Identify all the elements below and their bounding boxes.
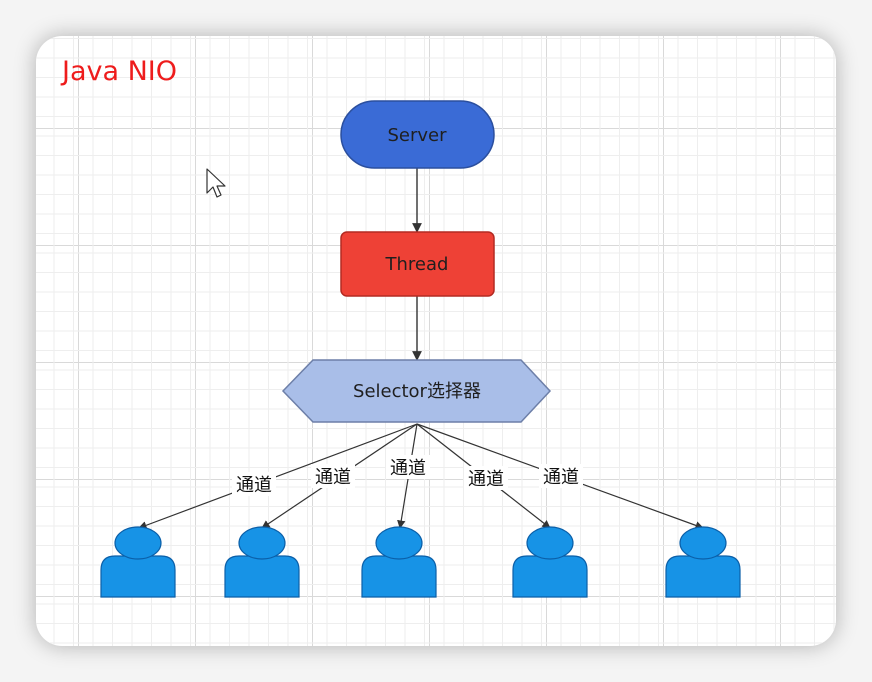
server-label: Server — [387, 125, 447, 146]
selector-label: Selector选择器 — [353, 381, 481, 402]
selector-node: Selector选择器 — [281, 359, 552, 423]
user-icon — [665, 526, 741, 598]
channel-label-4: 通道 — [468, 469, 504, 490]
channel-labels: 通道 通道 通道 通道 通道 — [232, 455, 583, 496]
thread-label: Thread — [385, 254, 449, 275]
thread-node: Thread — [340, 231, 495, 297]
server-node: Server — [340, 100, 495, 169]
user-icon — [361, 526, 437, 598]
channel-edge-1 — [138, 423, 418, 530]
channel-label-2: 通道 — [315, 467, 351, 488]
clients — [100, 526, 741, 598]
channel-label-5: 通道 — [543, 467, 579, 488]
channel-label-3: 通道 — [390, 458, 426, 479]
user-icon — [224, 526, 300, 598]
mouse-pointer-icon — [206, 168, 226, 198]
channel-label-1: 通道 — [236, 475, 272, 496]
diagram-title: Java NIO — [62, 56, 178, 87]
user-icon — [512, 526, 588, 598]
user-icon — [100, 526, 176, 598]
